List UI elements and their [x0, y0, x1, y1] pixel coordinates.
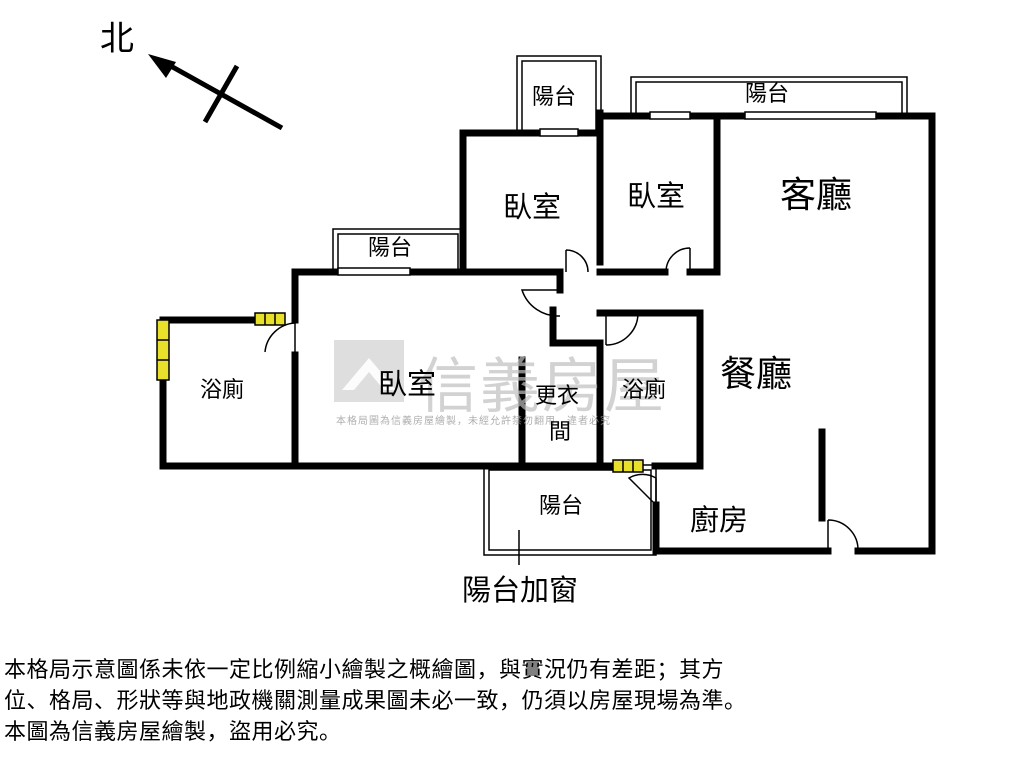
watermark-brand: 信義房屋 — [418, 352, 666, 422]
room-label-balcony-top-left: 陽台 — [532, 85, 577, 110]
room-label-kitchen: 廚房 — [690, 503, 749, 537]
watermark-notice: 本格局圖為信義房屋繪製，未經允許禁勿翻用，違者必究 — [336, 416, 611, 427]
door-swings — [264, 247, 859, 552]
walls — [159, 109, 936, 555]
room-label-balcony-south: 陽台 — [539, 494, 584, 519]
north-arrow-icon — [148, 54, 284, 131]
floor-plan — [148, 54, 936, 565]
disclaimer-line-1: 本格局示意圖係未依一定比例縮小繪製之概繪圖，與實況仍有差距；其方 — [4, 658, 725, 683]
room-label-balcony-top-right: 陽台 — [745, 82, 790, 107]
room-label-balcony-west: 陽台 — [368, 236, 413, 261]
room-label-living-room: 客廳 — [780, 175, 853, 216]
room-label-bathroom-west: 浴廁 — [200, 378, 245, 403]
room-label-bathroom-center: 浴廁 — [622, 378, 667, 403]
room-label-dining-room: 餐廳 — [720, 354, 793, 395]
room-label-bedroom-northeast: 臥室 — [627, 179, 686, 213]
disclaimer-text: 本格局示意圖係未依一定比例縮小繪製之概繪圖，與實況仍有差距；其方 位、格局、形狀… — [4, 655, 1022, 748]
room-label-closet-line1: 更衣 — [535, 384, 580, 409]
disclaimer-line-2: 位、格局、形狀等與地政機關測量成果圖未必一致，仍須以房屋現場為準。 — [4, 689, 747, 714]
room-label-master-bedroom: 臥室 — [378, 367, 437, 401]
disclaimer-line-3: 本圖為信義房屋繪製，盜用必究。 — [4, 720, 342, 745]
enclosed-balcony-note: 陽台加窗 — [462, 573, 579, 607]
compass-label: 北 — [100, 19, 134, 59]
room-label-bedroom-north: 臥室 — [503, 190, 562, 224]
room-label-closet-line2: 間 — [549, 420, 572, 445]
windows — [156, 312, 644, 473]
sliding-doors — [337, 111, 877, 276]
brand-logo-icon — [334, 340, 404, 402]
